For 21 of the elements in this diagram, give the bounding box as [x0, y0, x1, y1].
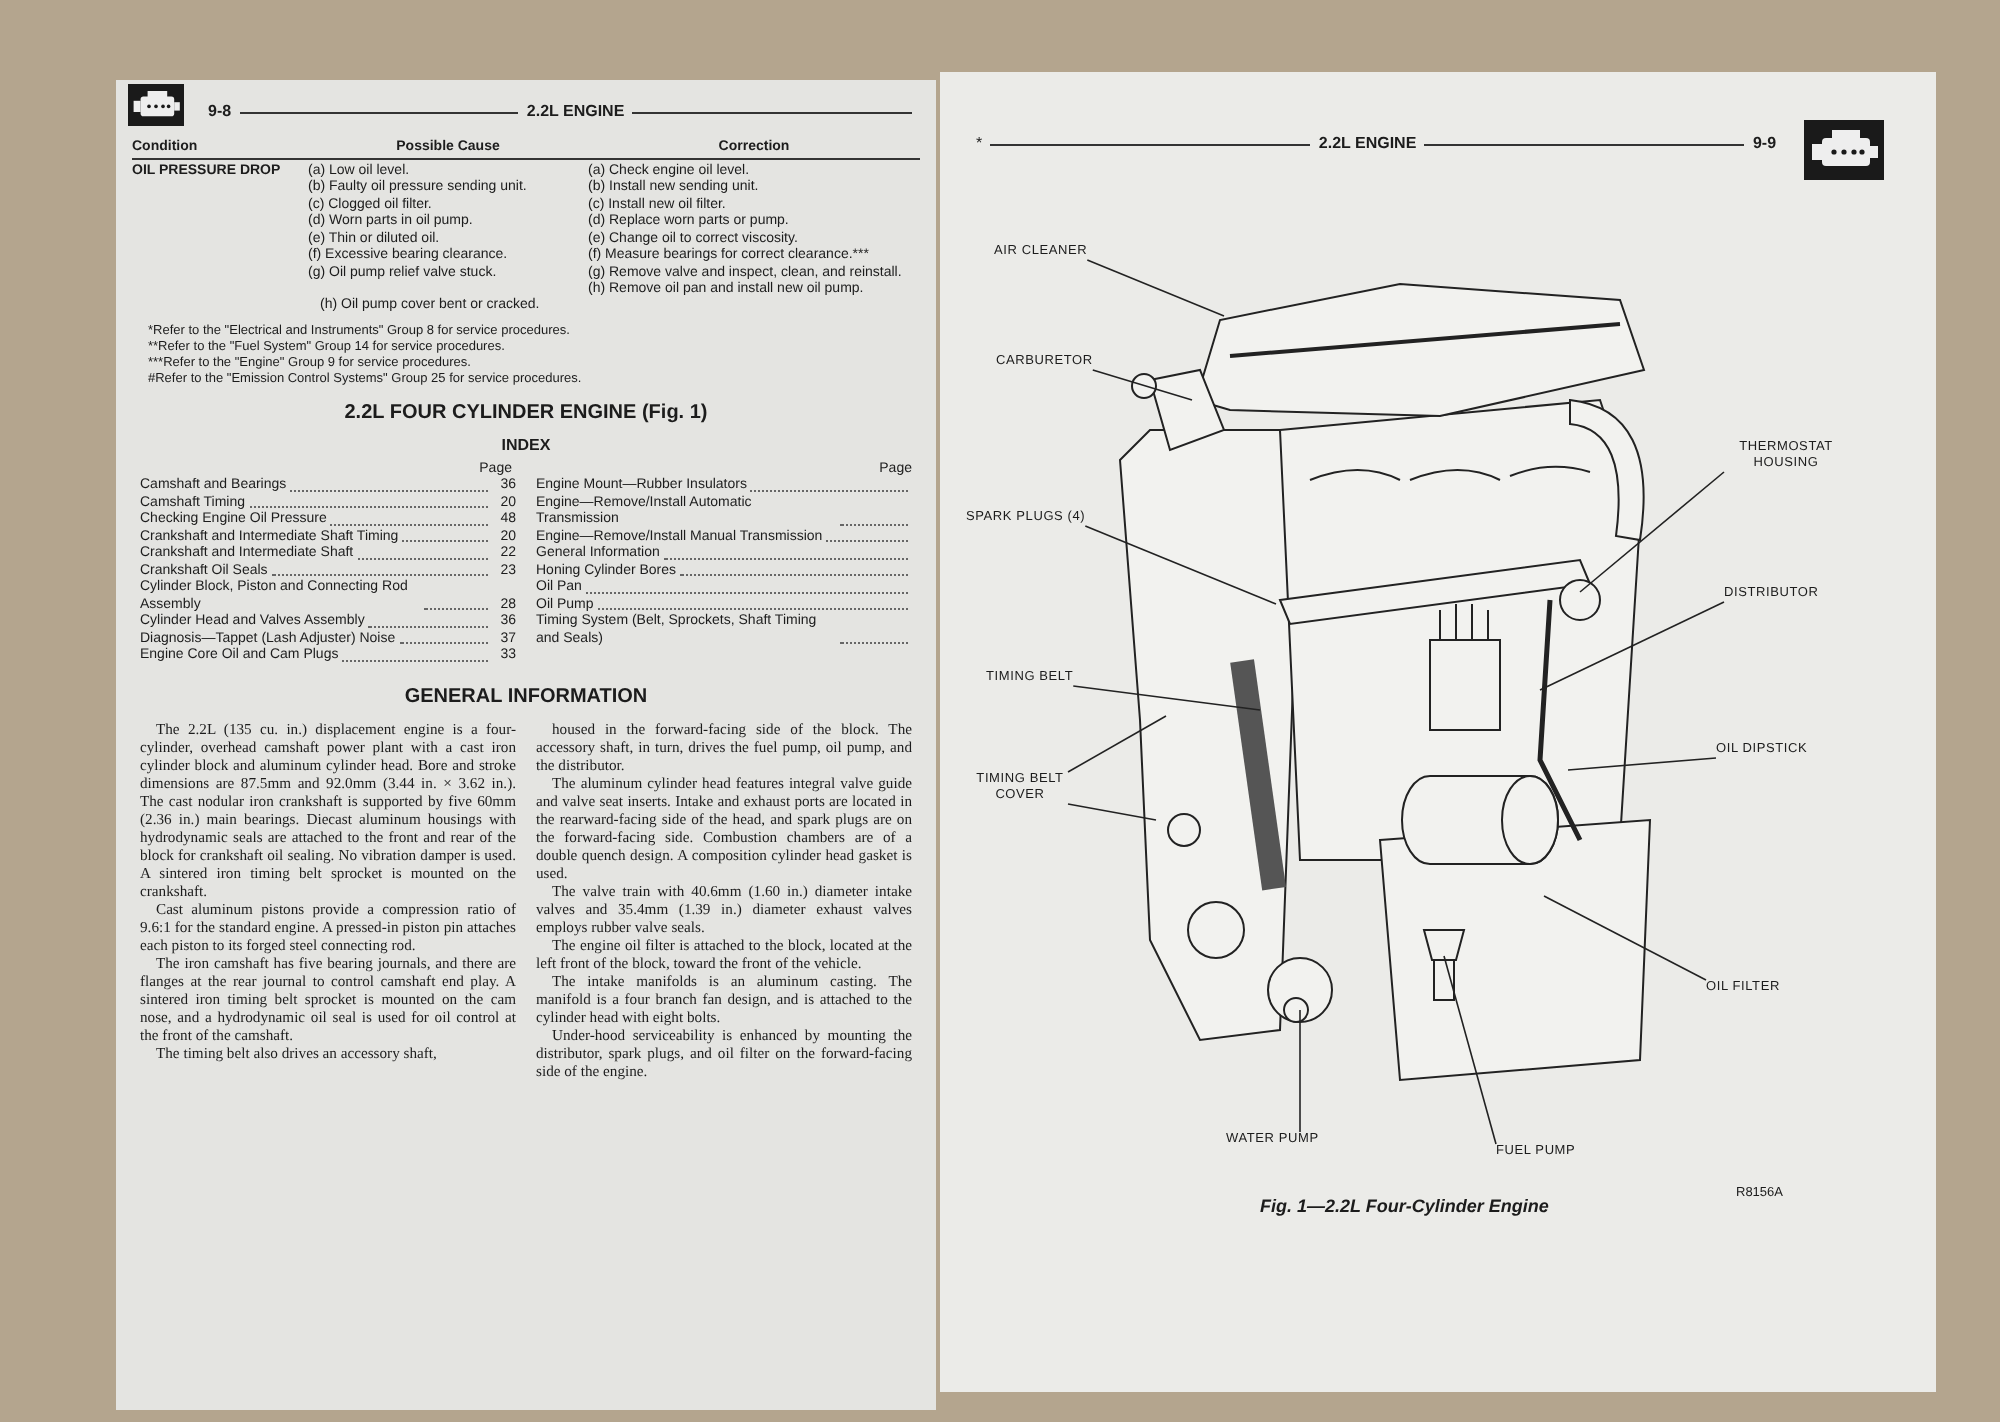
leader-line — [1567, 757, 1717, 771]
running-header: 2.2L ENGINE — [526, 100, 625, 124]
leader-line — [1084, 525, 1277, 605]
leader-line — [1067, 715, 1167, 773]
leader-line — [1072, 685, 1261, 711]
leader-line — [1092, 369, 1193, 401]
leader-line — [1299, 1009, 1301, 1133]
page-number: 9-9 — [1752, 132, 1777, 156]
section-heading: GENERAL INFORMATION — [402, 683, 650, 711]
leader-line — [1067, 803, 1157, 821]
running-header: 2.2L ENGINE — [1318, 132, 1417, 156]
leader-line — [1443, 955, 1497, 1145]
leader-line — [1579, 471, 1725, 593]
leader-line — [1539, 601, 1725, 691]
footnote-mark: * — [976, 132, 983, 156]
index-heading: INDEX — [499, 433, 553, 457]
leader-line — [1086, 259, 1225, 317]
figure-caption: Fig. 1—2.2L Four-Cylinder Engine — [1260, 1194, 1549, 1220]
page-number: 9-8 — [208, 100, 232, 124]
section-heading: 2.2L FOUR CYLINDER ENGINE (Fig. 1) — [342, 399, 710, 427]
leader-line — [1543, 895, 1707, 981]
